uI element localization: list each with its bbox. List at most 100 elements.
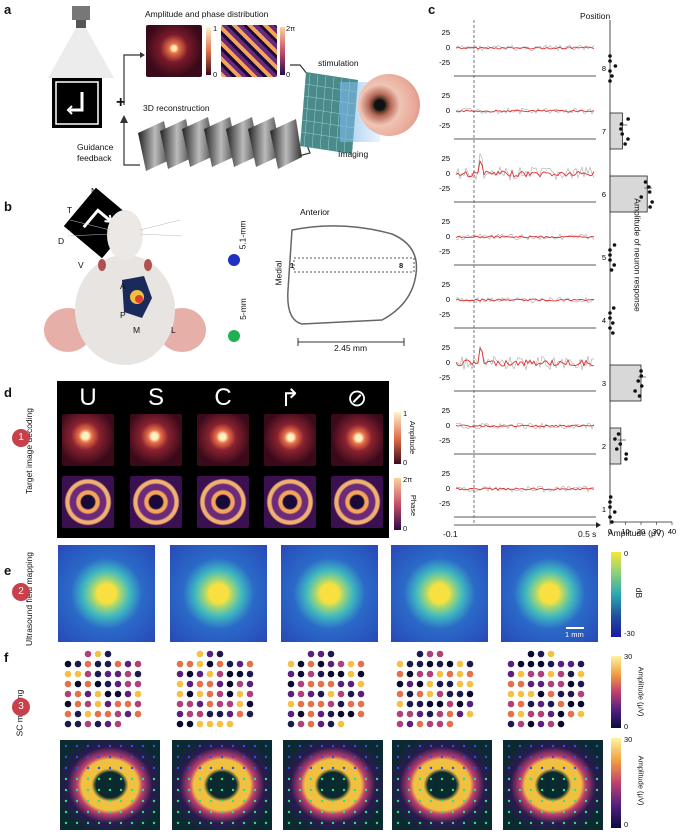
sc-dot: [547, 660, 555, 668]
sc-dot: [446, 680, 454, 688]
phase-map: [197, 476, 249, 528]
sc-electrode-dot: [220, 799, 224, 803]
sc-dot: [517, 710, 525, 718]
bar-category-label: 4: [602, 316, 606, 325]
sc-dot: [527, 720, 535, 728]
bar-point: [608, 248, 612, 252]
sc-heatmap: [503, 740, 603, 830]
sc-electrode-dot: [518, 766, 522, 770]
sc-dot: [246, 710, 254, 718]
sc-dot: [327, 650, 335, 658]
sc-electrode-dot: [253, 788, 257, 792]
sc-electrode-dot: [75, 755, 79, 759]
sc-dot: [74, 690, 82, 698]
sc-electrode-dot: [573, 744, 577, 748]
sc-dot: [84, 710, 92, 718]
bar-point: [611, 331, 615, 335]
sc-electrode-dot: [429, 810, 433, 814]
sc-electrode-dot: [220, 788, 224, 792]
sc-electrode-dot: [595, 810, 599, 814]
sc-dot: [186, 690, 194, 698]
sc-electrode-dot: [298, 810, 302, 814]
mean-trace: [455, 159, 595, 178]
sc-dot: [557, 660, 565, 668]
sc-electrode-dot: [130, 766, 134, 770]
sc-electrode-dot: [440, 810, 444, 814]
sc-electrode-dot: [287, 821, 291, 825]
sc-electrode-dot: [176, 755, 180, 759]
sc-electrode-dot: [86, 777, 90, 781]
sc-dot: [124, 690, 132, 698]
sc-electrode-dot: [407, 788, 411, 792]
sc-dot: [567, 680, 575, 688]
sc-electrode-dot: [364, 821, 368, 825]
sc-electrode-dot: [375, 777, 379, 781]
sc-heatmap: [392, 740, 492, 830]
sc-electrode-dot: [176, 799, 180, 803]
sc-electrode-dot: [507, 799, 511, 803]
sc-dot: [396, 660, 404, 668]
bar-point: [608, 69, 612, 73]
sc-dot: [436, 720, 444, 728]
sc-dot: [396, 680, 404, 688]
amp-phase-title: Amplitude and phase distribution: [145, 9, 269, 19]
sc-electrode-dot: [573, 777, 577, 781]
sc-dot: [446, 700, 454, 708]
sc-dot: [94, 650, 102, 658]
bar-point: [608, 515, 612, 519]
sc-dot: [317, 650, 325, 658]
sc-dot: [226, 710, 234, 718]
sc-electrode-dot: [242, 744, 246, 748]
projector-icon: [66, 6, 96, 30]
sc-dot: [64, 680, 72, 688]
bar-point: [647, 190, 652, 194]
sc-electrode-dot: [440, 755, 444, 759]
trace-tick-label: -25: [439, 247, 450, 256]
time-axis-arrow: [596, 522, 601, 528]
trace-tick-label: 0: [446, 358, 450, 367]
sc-electrode-dot: [484, 766, 488, 770]
bar-x-label: Amplitude (μV): [608, 528, 665, 538]
sc-electrode-dot: [130, 788, 134, 792]
sc-electrode-dot: [451, 788, 455, 792]
sc-electrode-dot: [451, 821, 455, 825]
sc-electrode-dot: [231, 788, 235, 792]
sc-electrode-dot: [298, 788, 302, 792]
sc-dot: [216, 680, 224, 688]
sc-electrode-dot: [484, 777, 488, 781]
sc-electrode-dot: [451, 777, 455, 781]
sc-dot: [337, 670, 345, 678]
sc-dot: [577, 700, 585, 708]
sc-dot: [436, 690, 444, 698]
bar-point: [613, 437, 617, 441]
sc-electrode-dot: [119, 755, 123, 759]
sc-cbar-2-label: Amplitude (μV): [636, 755, 646, 806]
phase-map: [130, 476, 182, 528]
sc-electrode-dot: [287, 810, 291, 814]
sc-electrode-dot: [97, 788, 101, 792]
sc-electrode-dot: [97, 799, 101, 803]
sc-dot: [216, 720, 224, 728]
sc-electrode-dot: [375, 766, 379, 770]
sc-electrode-dot: [220, 821, 224, 825]
sc-dot: [287, 690, 295, 698]
sc-electrode-dot: [462, 744, 466, 748]
sc-electrode-dot: [342, 821, 346, 825]
bar: [609, 427, 622, 465]
sc-electrode-dot: [375, 799, 379, 803]
sc-dot: [507, 700, 515, 708]
panel-b-letter: b: [4, 199, 12, 214]
sc-electrode-dot: [264, 755, 268, 759]
trace-tick-label: 25: [442, 91, 450, 100]
phase-map: [264, 476, 316, 528]
sc-electrode-dot: [507, 766, 511, 770]
sc-electrode-dot: [97, 810, 101, 814]
sc-electrode-dot: [518, 777, 522, 781]
sc-electrode-dot: [529, 766, 533, 770]
bar-point: [610, 321, 615, 325]
sc-electrode-dot: [320, 777, 324, 781]
sc-electrode-dot: [331, 755, 335, 759]
sc-dot: [206, 700, 214, 708]
sc-electrode-dot: [418, 744, 422, 748]
trace-tick-label: 0: [446, 106, 450, 115]
